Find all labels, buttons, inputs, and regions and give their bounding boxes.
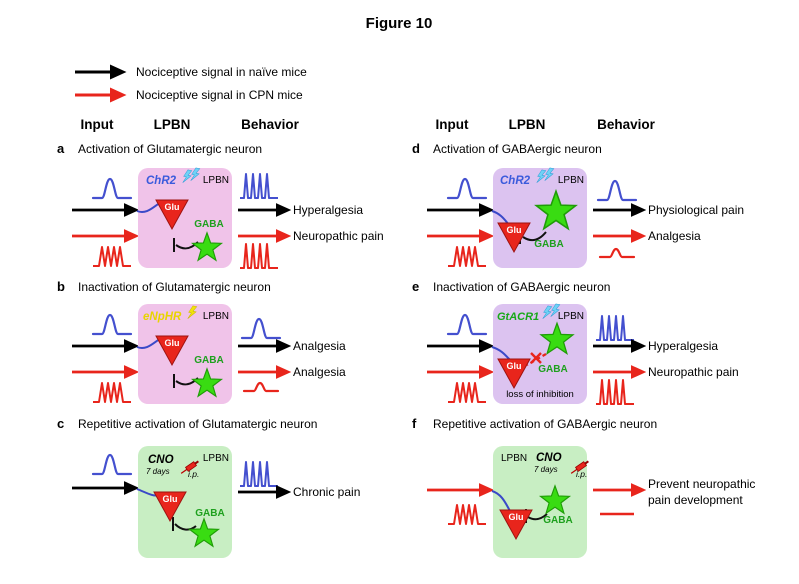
- panel-f-behavior-1-line1: Prevent neuropathic: [648, 477, 755, 491]
- header-left-lpbn: LPBN: [154, 117, 191, 132]
- panel-b-input-trace-naive: [91, 313, 133, 336]
- panel-b-output-trace-cpn: [242, 381, 280, 393]
- header-right-behavior: Behavior: [597, 117, 656, 132]
- panel-c-drug-label: CNO: [148, 454, 174, 466]
- panel-d-gaba-label: GABA: [534, 239, 563, 250]
- panel-d-behavior-2: Analgesia: [648, 229, 701, 243]
- panel-f-behavior-1-line2: pain development: [648, 493, 743, 507]
- panel-a: a Activation of Glutamatergic neuron ChR…: [57, 141, 384, 269]
- panel-a-opsin-label: ChR2: [146, 175, 177, 187]
- panel-f: f Repetitive activation of GABAergic neu…: [412, 416, 755, 558]
- panel-d-glu-label: Glu: [507, 225, 522, 235]
- panel-a-input-trace-cpn: [92, 246, 132, 267]
- panel-d: d Activation of GABAergic neuron ChR2 LP…: [412, 141, 744, 268]
- panel-b-behavior-2: Analgesia: [293, 365, 346, 379]
- panel-f-input-trace-cpn: [447, 504, 487, 525]
- panel-c-title: Repetitive activation of Glutamatergic n…: [78, 417, 317, 431]
- panel-c-duration-label: 7 days: [146, 467, 170, 476]
- panel-b: b Inactivation of Glutamatergic neuron e…: [57, 279, 346, 404]
- panel-b-label: b: [57, 279, 65, 294]
- panel-a-output-trace-cpn: [239, 243, 279, 269]
- panel-a-behavior-1: Hyperalgesia: [293, 203, 363, 217]
- panel-f-inhibitory-connector: [527, 513, 548, 521]
- panel-d-input-trace-cpn: [447, 246, 487, 267]
- panel-e-region-label: LPBN: [558, 311, 584, 322]
- panel-e-output-trace-naive: [595, 315, 635, 341]
- panel-a-behavior-2: Neuropathic pain: [293, 229, 384, 243]
- panel-d-input-trace-naive: [446, 177, 488, 200]
- panel-f-region-label: LPBN: [501, 453, 527, 464]
- panel-c-route-label: i.p.: [188, 469, 199, 479]
- column-headers: Input LPBN Behavior Input LPBN Behavior: [81, 117, 656, 132]
- panel-c-gaba-label: GABA: [195, 508, 224, 519]
- panel-c-region-label: LPBN: [203, 453, 229, 464]
- panel-b-output-trace-naive: [240, 317, 282, 340]
- legend-cpn-label: Nociceptive signal in CPN mice: [136, 88, 303, 102]
- panel-b-glu-label: Glu: [165, 338, 180, 348]
- panel-a-title: Activation of Glutamatergic neuron: [78, 142, 262, 156]
- header-right-input: Input: [436, 117, 469, 132]
- panel-f-drug-label: CNO: [536, 452, 562, 464]
- legend: Nociceptive signal in naïve mice Nocicep…: [75, 64, 307, 103]
- panel-b-gaba-label: GABA: [194, 355, 223, 366]
- panel-a-region-label: LPBN: [203, 175, 229, 186]
- panel-a-glu-label: Glu: [165, 202, 180, 212]
- panel-d-output-trace-naive: [596, 179, 638, 202]
- panel-d-opsin-label: ChR2: [500, 175, 531, 187]
- figure-title: Figure 10: [366, 15, 433, 32]
- panel-f-title: Repetitive activation of GABAergic neuro…: [433, 417, 657, 431]
- panel-d-output-trace-cpn: [598, 247, 636, 259]
- panel-e-output-trace-cpn: [595, 379, 635, 405]
- panel-a-output-trace-naive: [239, 173, 279, 199]
- panel-c-input-trace-naive: [91, 453, 133, 476]
- panel-e-input-trace-naive: [446, 313, 488, 336]
- panel-e-glu-label: Glu: [507, 361, 522, 371]
- header-right-lpbn: LPBN: [509, 117, 546, 132]
- panel-b-behavior-1: Analgesia: [293, 339, 346, 353]
- panel-e-blocked-cross-icon: [530, 352, 542, 364]
- panel-c-behavior-1: Chronic pain: [293, 485, 360, 499]
- panel-d-region-label: LPBN: [558, 175, 584, 186]
- panel-a-input-trace-naive: [91, 177, 133, 200]
- panel-d-behavior-1: Physiological pain: [648, 203, 744, 217]
- panel-e-behavior-2: Neuropathic pain: [648, 365, 739, 379]
- panel-b-opsin-label: eNpHR: [143, 311, 182, 323]
- panel-b-title: Inactivation of Glutamatergic neuron: [78, 280, 271, 294]
- panel-e-opsin-label: GtACR1: [497, 311, 539, 323]
- panel-c-label: c: [57, 416, 64, 431]
- panel-e-behavior-1: Hyperalgesia: [648, 339, 718, 353]
- panel-f-route-label: i.p.: [576, 469, 587, 479]
- panel-f-label: f: [412, 416, 417, 431]
- panel-d-title: Activation of GABAergic neuron: [433, 142, 602, 156]
- panel-d-label: d: [412, 141, 420, 156]
- panel-b-input-trace-cpn: [92, 382, 132, 403]
- panel-e-title: Inactivation of GABAergic neuron: [433, 280, 610, 294]
- panel-a-gaba-label: GABA: [194, 219, 223, 230]
- panel-f-duration-label: 7 days: [534, 465, 558, 474]
- panel-e: e Inactivation of GABAergic neuron GtACR…: [412, 279, 739, 405]
- panel-e-note: loss of inhibition: [506, 389, 574, 400]
- panel-f-glu-label: Glu: [509, 512, 524, 522]
- panel-c-glu-label: Glu: [163, 494, 178, 504]
- panel-f-input-fiber: [491, 490, 511, 512]
- header-left-behavior: Behavior: [241, 117, 300, 132]
- panel-e-input-trace-cpn: [447, 382, 487, 403]
- panel-d-inhibitory-connector: [522, 231, 547, 242]
- header-left-input: Input: [81, 117, 114, 132]
- panel-a-label: a: [57, 141, 65, 156]
- panel-e-gaba-label: GABA: [538, 364, 567, 375]
- panel-b-region-label: LPBN: [203, 311, 229, 322]
- legend-naive-label: Nociceptive signal in naïve mice: [136, 65, 307, 79]
- panel-c-output-trace-naive: [239, 461, 279, 487]
- panel-c-inhibitory-connector: [174, 523, 197, 531]
- panel-c: c Repetitive activation of Glutamatergic…: [57, 416, 360, 558]
- panel-e-label: e: [412, 279, 419, 294]
- panel-f-gaba-label: GABA: [543, 515, 572, 526]
